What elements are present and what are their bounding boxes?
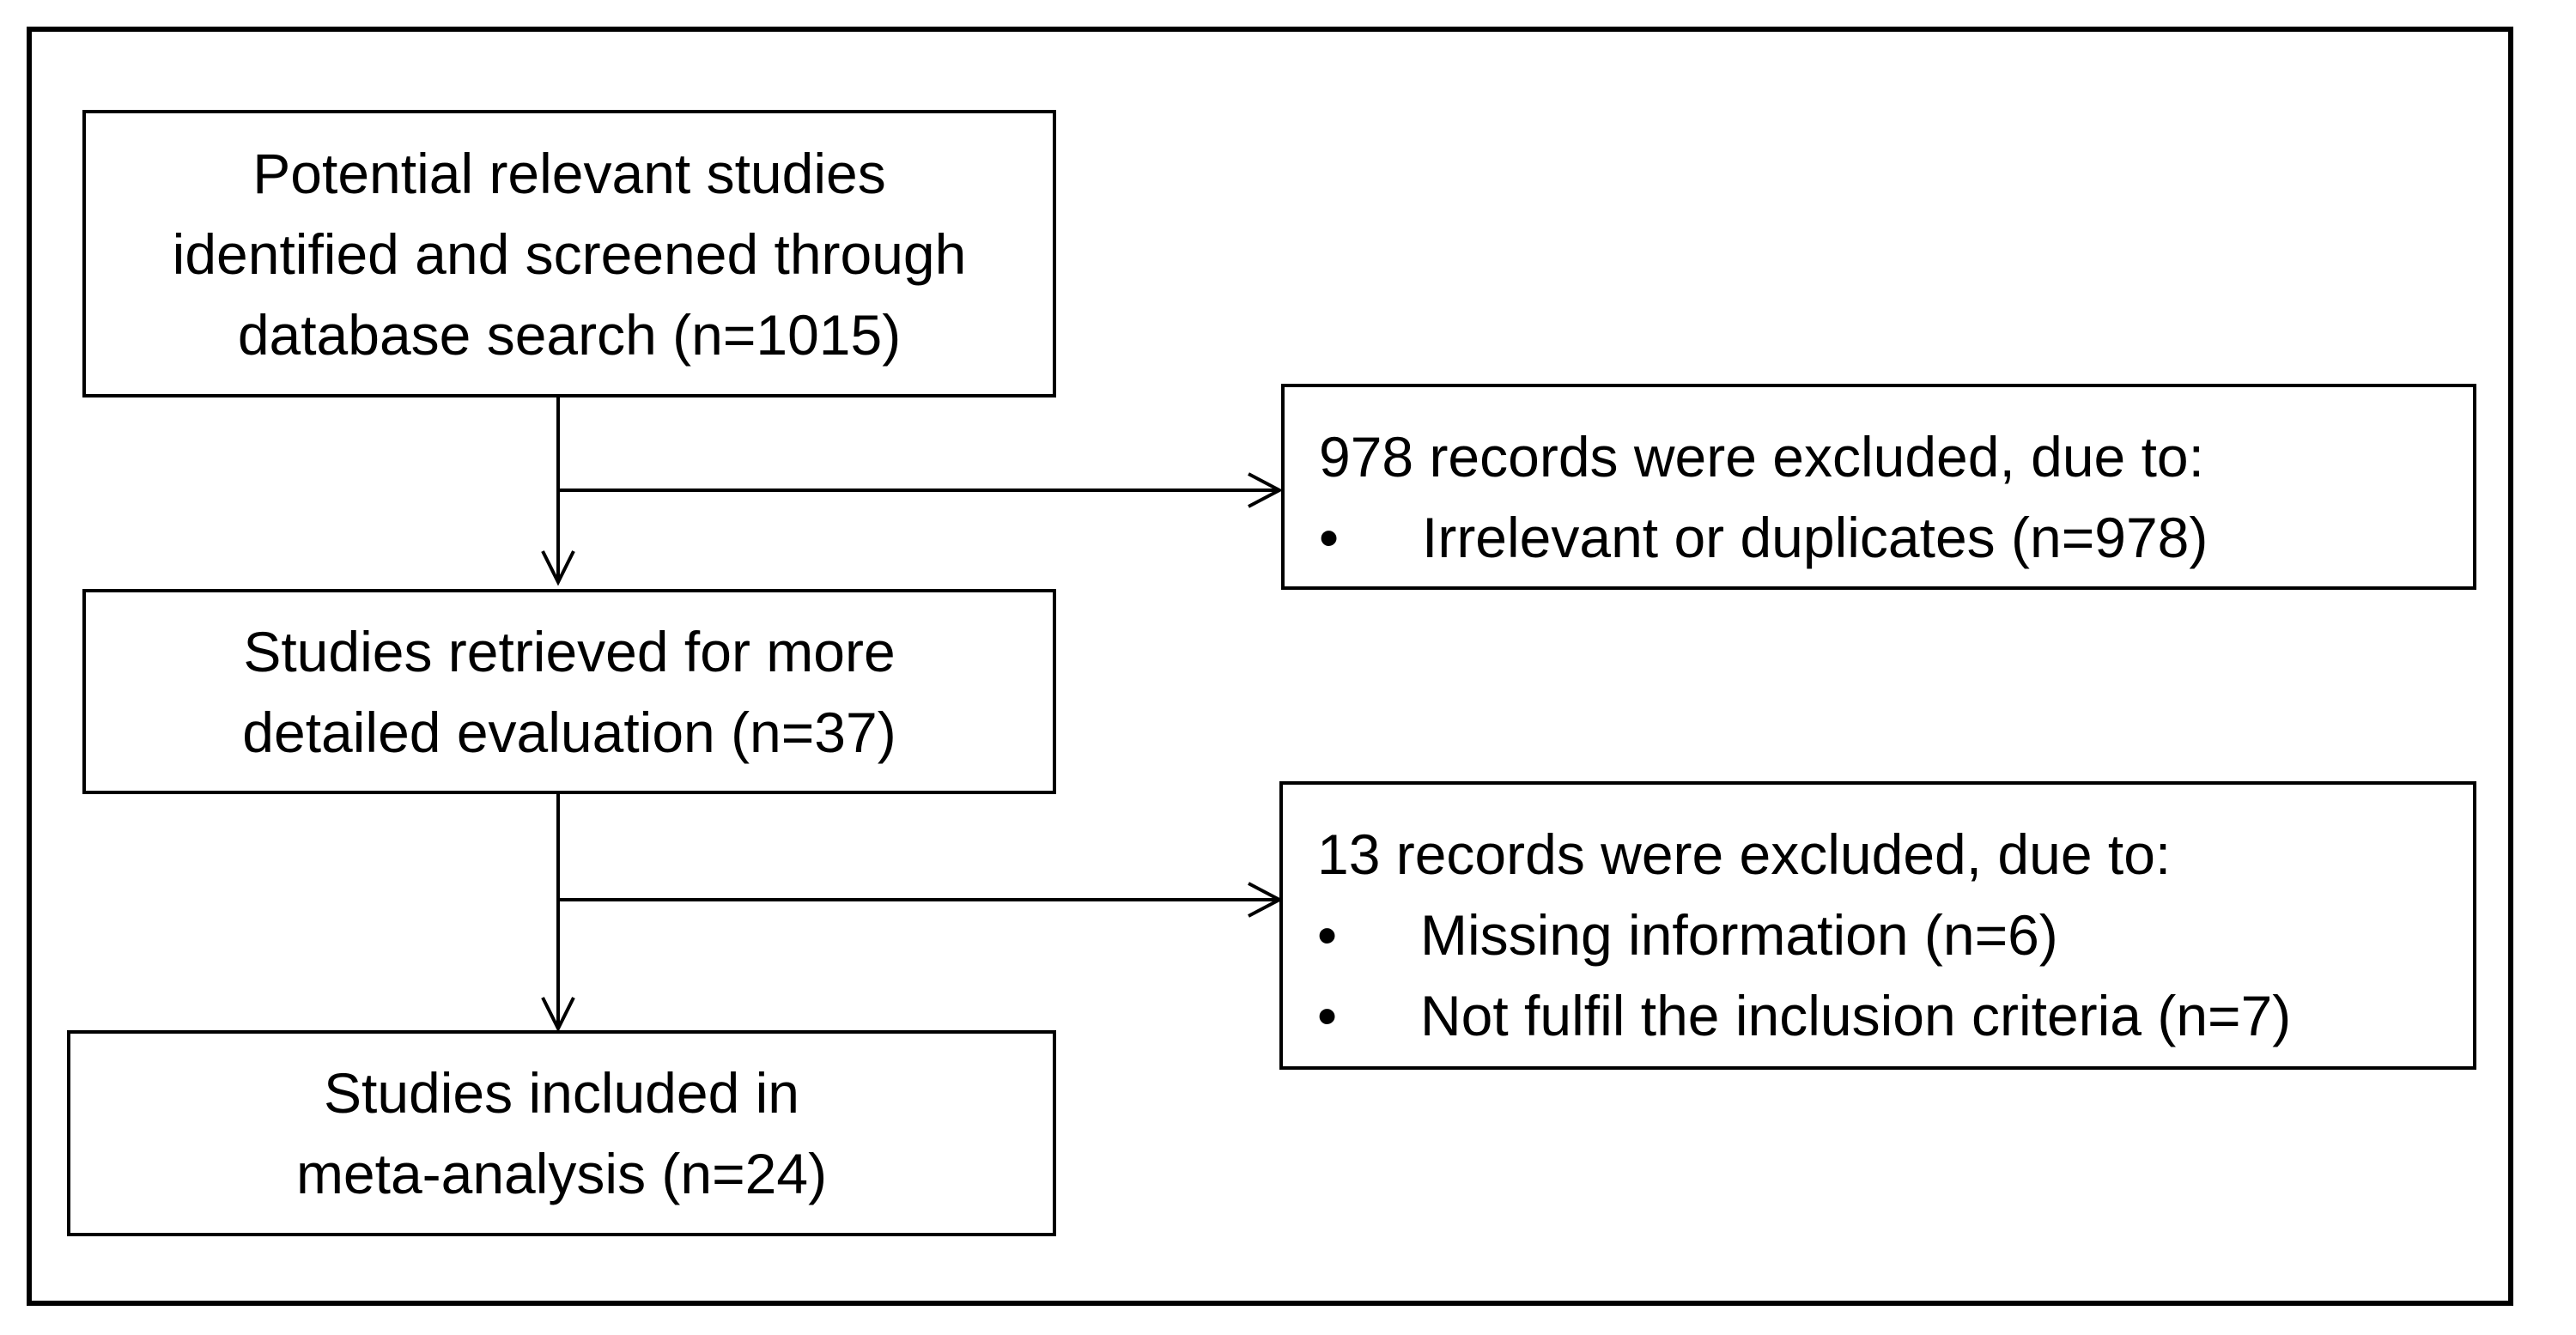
bullet-icon: • bbox=[1317, 984, 1338, 1047]
excluded-1-reason: Irrelevant or duplicates (n=978) bbox=[1422, 506, 2208, 569]
excluded-2-bullet-item: • Not fulfil the inclusion criteria (n=7… bbox=[1317, 975, 2473, 1056]
bullet-icon: • bbox=[1317, 903, 1338, 967]
excluded-2-reason-1: Missing information (n=6) bbox=[1420, 903, 2058, 967]
retrieved-line-2: detailed evaluation (n=37) bbox=[242, 700, 896, 764]
identified-box: Potential relevant studies identified an… bbox=[82, 110, 1056, 397]
included-box: Studies included in meta-analysis (n=24) bbox=[67, 1030, 1056, 1236]
identified-line-3: database search (n=1015) bbox=[237, 302, 902, 367]
excluded-box-2: 13 records were excluded, due to: • Miss… bbox=[1279, 781, 2476, 1070]
retrieved-box: Studies retrieved for more detailed eval… bbox=[82, 589, 1056, 794]
excluded-1-bullet-item: • Irrelevant or duplicates (n=978) bbox=[1319, 497, 2473, 578]
identified-line-2: identified and screened through bbox=[172, 221, 967, 286]
excluded-2-bullet-item: • Missing information (n=6) bbox=[1317, 895, 2473, 975]
identified-line-1: Potential relevant studies bbox=[252, 141, 886, 205]
arrowhead-excluded-1 bbox=[1248, 472, 1284, 508]
excluded-2-reason-2: Not fulfil the inclusion criteria (n=7) bbox=[1420, 984, 2292, 1047]
excluded-2-heading: 13 records were excluded, due to: bbox=[1317, 822, 2172, 886]
arrowhead-included bbox=[541, 997, 575, 1033]
arrowhead-retrieved bbox=[541, 550, 575, 586]
bullet-icon: • bbox=[1319, 506, 1340, 569]
retrieved-line-1: Studies retrieved for more bbox=[243, 619, 896, 683]
included-line-2: meta-analysis (n=24) bbox=[295, 1142, 828, 1205]
excluded-box-1: 978 records were excluded, due to: • Irr… bbox=[1281, 384, 2476, 590]
included-line-1: Studies included in bbox=[323, 1061, 800, 1125]
excluded-1-heading: 978 records were excluded, due to: bbox=[1319, 425, 2204, 488]
figure-frame bbox=[27, 27, 2513, 1306]
